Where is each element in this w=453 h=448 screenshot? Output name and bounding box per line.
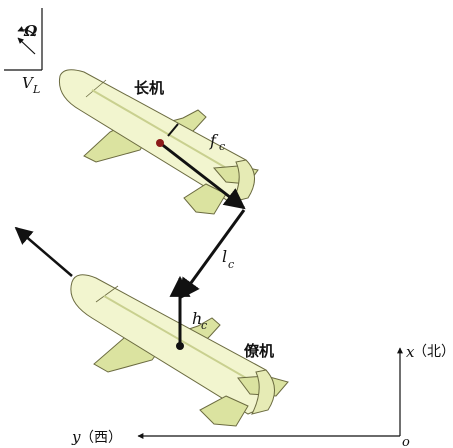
x-axis-direction: （北） <box>413 344 453 360</box>
fc-vector <box>159 141 246 210</box>
wingman-aircraft <box>70 274 289 427</box>
fc-label: f <box>209 131 219 150</box>
leader-heading-tick <box>167 123 179 137</box>
leader-aircraft <box>58 69 259 215</box>
y-axis-direction: （西） <box>80 430 122 446</box>
wingman-label: 僚机 <box>243 342 274 360</box>
velocity-direction-icon <box>17 37 36 55</box>
lc-sub-label: c <box>228 258 234 271</box>
ground-axes <box>137 347 403 439</box>
fc-sub-label: c <box>219 140 225 153</box>
rotation-arrow-icon <box>17 26 36 37</box>
lc-vector <box>178 209 246 300</box>
y-axis-label: y <box>71 428 81 446</box>
leader-label: 长机 <box>134 79 164 97</box>
wingman-heading-vector <box>14 226 73 277</box>
velocity-sub-label: L <box>32 83 40 96</box>
hc-sub-label: c <box>201 319 207 332</box>
wingman-center-dot <box>176 342 184 350</box>
x-axis-label: x <box>406 343 415 361</box>
reference-frame-icon <box>4 8 43 71</box>
omega-label: Ω <box>23 22 38 40</box>
velocity-label: V <box>22 74 35 92</box>
origin-label: o <box>402 435 410 448</box>
lc-label: l <box>222 247 227 266</box>
leader-center-dot <box>156 139 164 147</box>
hc-label: h <box>192 309 202 328</box>
